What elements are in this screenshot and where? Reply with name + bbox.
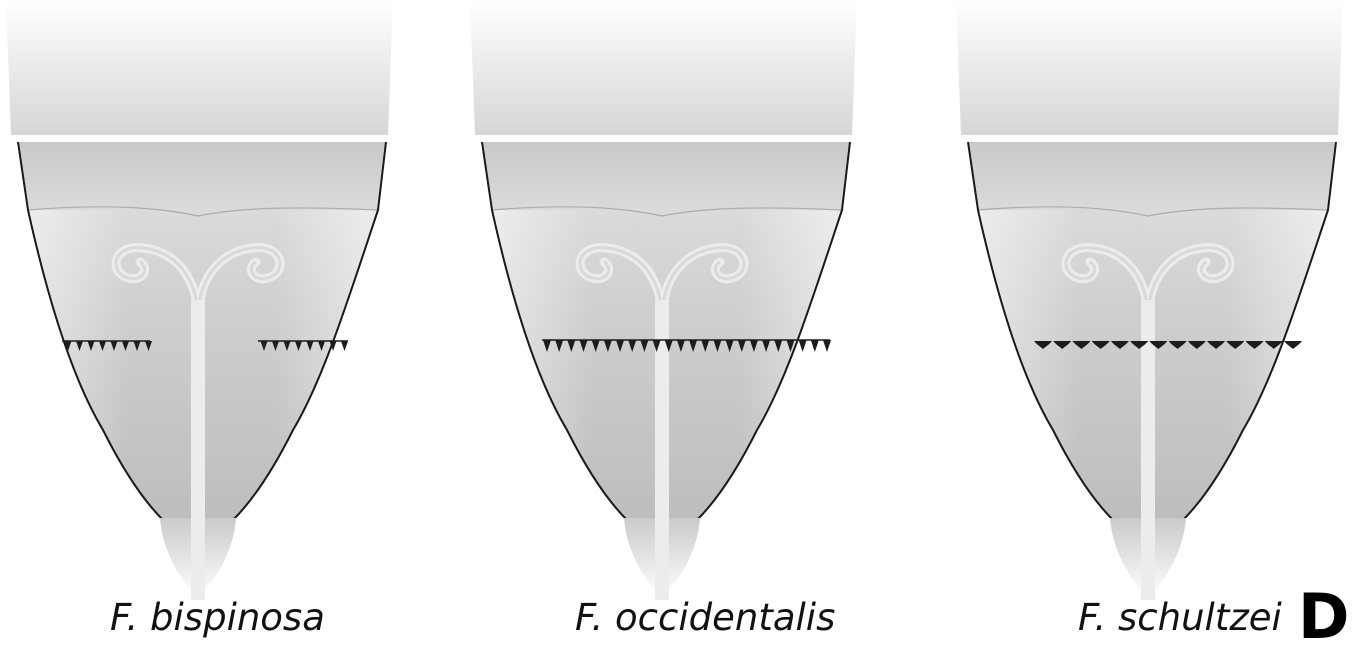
panel-label: D [1298,580,1349,653]
tergite-band [968,142,1336,210]
specimen-bispinosa [6,0,393,600]
specimen-occidentalis [470,0,857,600]
specimen-label-occidentalis: F. occidentalis [575,596,835,639]
comb-tooth [811,340,819,352]
comb-lobe [1284,341,1302,349]
tergite-band [482,142,850,210]
ovipositor-shaft [191,300,205,600]
specimen-schultzei [956,0,1343,600]
comb-tooth [823,340,831,352]
upper-segment [6,0,393,135]
specimen-label-bispinosa: F. bispinosa [110,596,325,639]
specimen-label-schultzei: F. schultzei [1078,596,1282,639]
upper-segment [956,0,1343,135]
comb-tooth [341,341,348,351]
tergite-band [18,142,386,210]
comb-tooth [799,340,807,352]
upper-segment [470,0,857,135]
